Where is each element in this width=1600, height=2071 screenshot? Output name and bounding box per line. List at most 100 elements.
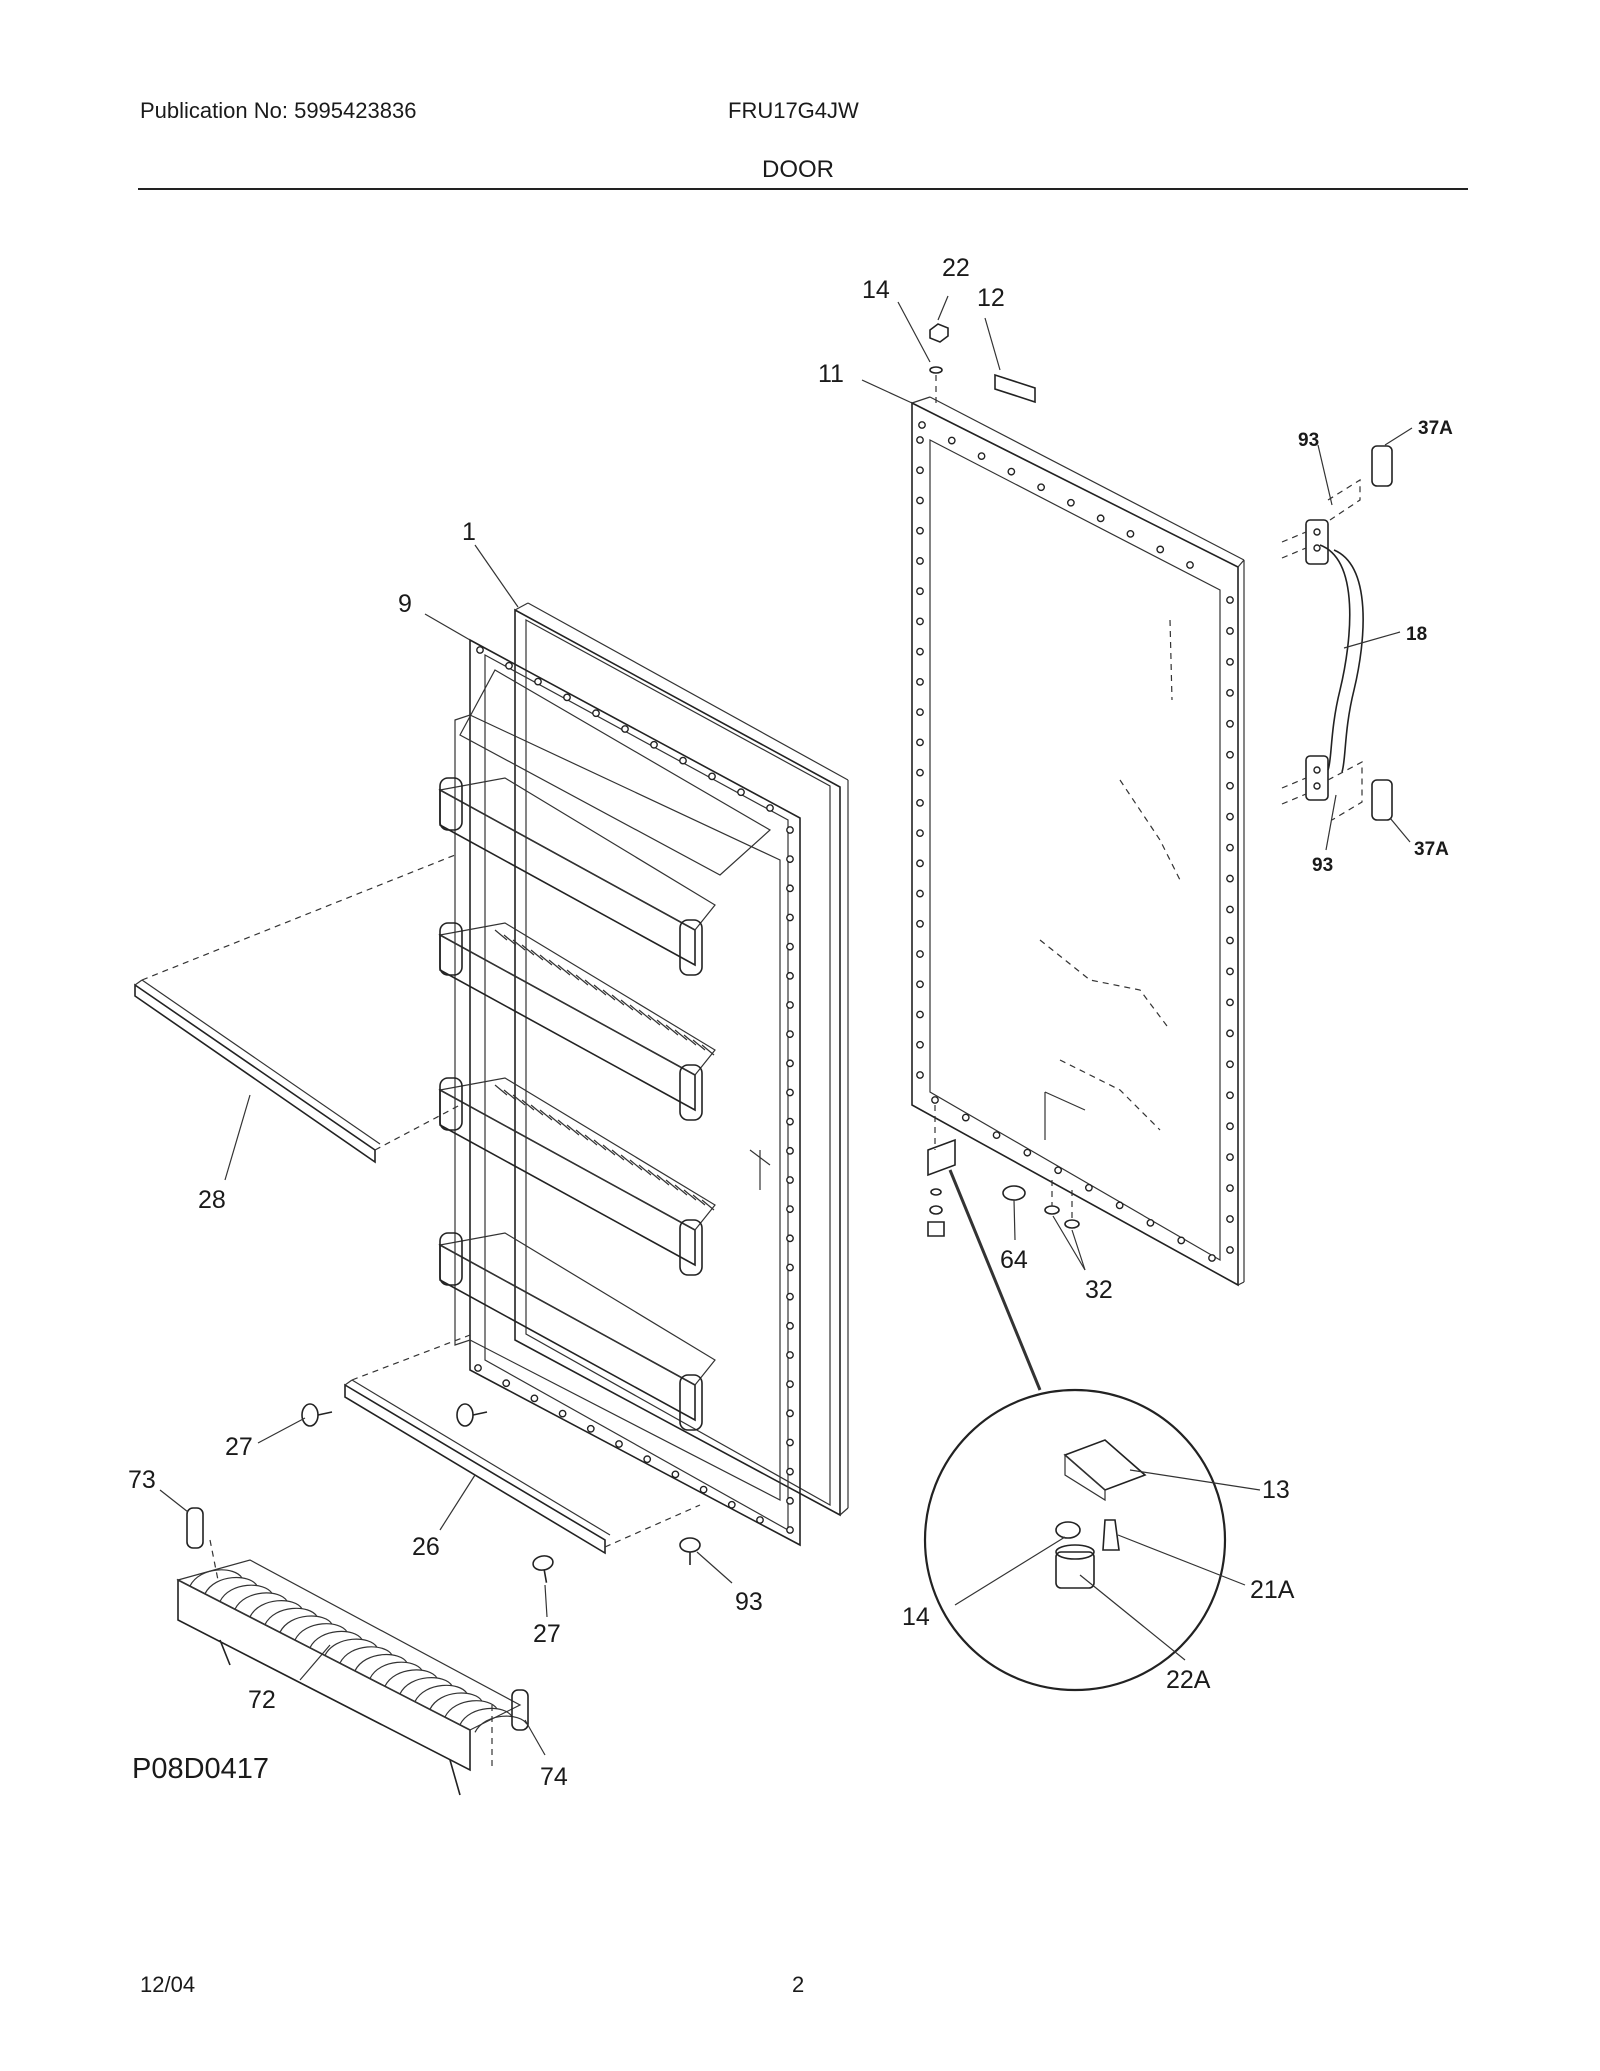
- screw-hole: [474, 1364, 482, 1372]
- callout-73: 73: [128, 1466, 156, 1494]
- screw-hole: [650, 740, 658, 749]
- callout-32: 32: [1085, 1276, 1113, 1304]
- callout-37a-top: 37A: [1418, 418, 1453, 439]
- screw-hole: [563, 693, 571, 702]
- callout-14-detail: 14: [902, 1603, 930, 1631]
- screw-hole: [786, 1351, 794, 1359]
- screw-hole: [916, 768, 924, 777]
- screw-hole: [786, 1438, 794, 1447]
- inner-door-liner: [438, 638, 801, 1547]
- screw-hole: [786, 1467, 794, 1476]
- screw-hole: [1186, 561, 1194, 569]
- header-rule: [138, 188, 1468, 190]
- screw-hole: [530, 1394, 539, 1403]
- screw-hole: [1226, 719, 1234, 728]
- top-hinge-parts: [929, 323, 1036, 404]
- callout-21a: 21A: [1250, 1576, 1295, 1604]
- screw-hole: [916, 798, 924, 807]
- screw-hole: [1096, 514, 1105, 523]
- screw-hole: [1226, 967, 1234, 976]
- screw-hole: [1208, 1254, 1216, 1262]
- door-shelf: [438, 1077, 716, 1276]
- callout-22: 22: [942, 254, 970, 282]
- screw-hole: [1226, 781, 1234, 790]
- screw-hole: [1226, 1184, 1234, 1192]
- screw-hole: [916, 738, 924, 747]
- screw-hole: [502, 1379, 511, 1388]
- screw-hole: [977, 452, 986, 461]
- hinge-detail-circle: [923, 1388, 1227, 1692]
- screw-hole: [1226, 905, 1234, 914]
- leader-lines: [159, 295, 1413, 1756]
- screw-hole: [786, 1321, 794, 1330]
- screw-hole: [786, 1059, 794, 1068]
- screw-hole: [786, 1409, 794, 1418]
- callout-27-left: 27: [225, 1433, 253, 1461]
- callout-37a-bottom: 37A: [1414, 839, 1449, 860]
- screw-hole: [476, 646, 484, 654]
- screw-hole: [786, 1205, 794, 1214]
- callout-28: 28: [198, 1186, 226, 1214]
- screw-hole: [1126, 529, 1135, 538]
- model-number: FRU17G4JW: [728, 98, 859, 123]
- screw-hole: [1226, 1091, 1234, 1100]
- screw-hole: [916, 526, 924, 535]
- bottom-hinge-parts: [927, 1105, 1080, 1391]
- callout-14: 14: [862, 276, 890, 304]
- screw-hole: [621, 725, 629, 733]
- screw-hole: [1226, 874, 1234, 883]
- screw-hole: [786, 855, 794, 864]
- door-handle-assembly: [1281, 445, 1393, 821]
- screw-hole: [679, 756, 687, 765]
- screw-hole: [786, 1030, 794, 1039]
- callout-9: 9: [398, 590, 412, 618]
- screw-hole: [786, 1117, 794, 1126]
- screw-hole: [786, 913, 794, 922]
- screw-hole: [505, 661, 513, 670]
- screw-hole: [992, 1131, 1001, 1140]
- screw-hole: [786, 884, 794, 893]
- screw-hole: [1226, 1060, 1234, 1069]
- callout-93-top: 93: [1298, 430, 1319, 451]
- screw-hole: [916, 496, 924, 505]
- callout-26: 26: [412, 1533, 440, 1561]
- door-shelf: [438, 777, 716, 976]
- screw-hole: [916, 436, 924, 444]
- screw-hole: [1054, 1166, 1063, 1175]
- screw-hole: [766, 804, 774, 812]
- screw-hole: [916, 647, 924, 656]
- screw-hole: [1226, 750, 1234, 759]
- screw-hole: [699, 1485, 708, 1494]
- screw-hole: [786, 971, 794, 980]
- screw-hole: [916, 617, 924, 626]
- callout-74: 74: [540, 1763, 568, 1791]
- shelf-rail-top: [134, 854, 461, 1164]
- screw-hole: [786, 1263, 794, 1272]
- rail-screws: [301, 1403, 701, 1583]
- callout-1: 1: [462, 518, 476, 546]
- screw-hole: [1156, 545, 1165, 554]
- screw-hole: [916, 587, 924, 596]
- page-number: 2: [792, 1972, 805, 1997]
- screw-hole: [916, 1071, 924, 1079]
- callout-11: 11: [818, 360, 844, 388]
- screw-hole: [558, 1409, 567, 1418]
- screw-hole: [786, 942, 794, 951]
- outer-door-panel: [911, 396, 1245, 1287]
- screw-hole: [931, 1096, 939, 1104]
- footer-date: 12/04: [140, 1972, 196, 1997]
- screw-hole: [786, 826, 794, 834]
- screw-hole: [1066, 498, 1075, 507]
- callout-72: 72: [248, 1686, 276, 1714]
- screw-hole: [1037, 483, 1046, 492]
- screw-hole: [615, 1440, 623, 1448]
- screw-hole: [1226, 627, 1234, 635]
- screw-hole: [786, 1526, 794, 1534]
- screw-hole: [671, 1470, 680, 1479]
- screw-hole: [1226, 812, 1234, 821]
- screw-hole: [708, 772, 716, 781]
- callout-22a: 22A: [1166, 1666, 1211, 1694]
- screw-hole: [1226, 1215, 1234, 1223]
- screw-hole: [961, 1113, 970, 1122]
